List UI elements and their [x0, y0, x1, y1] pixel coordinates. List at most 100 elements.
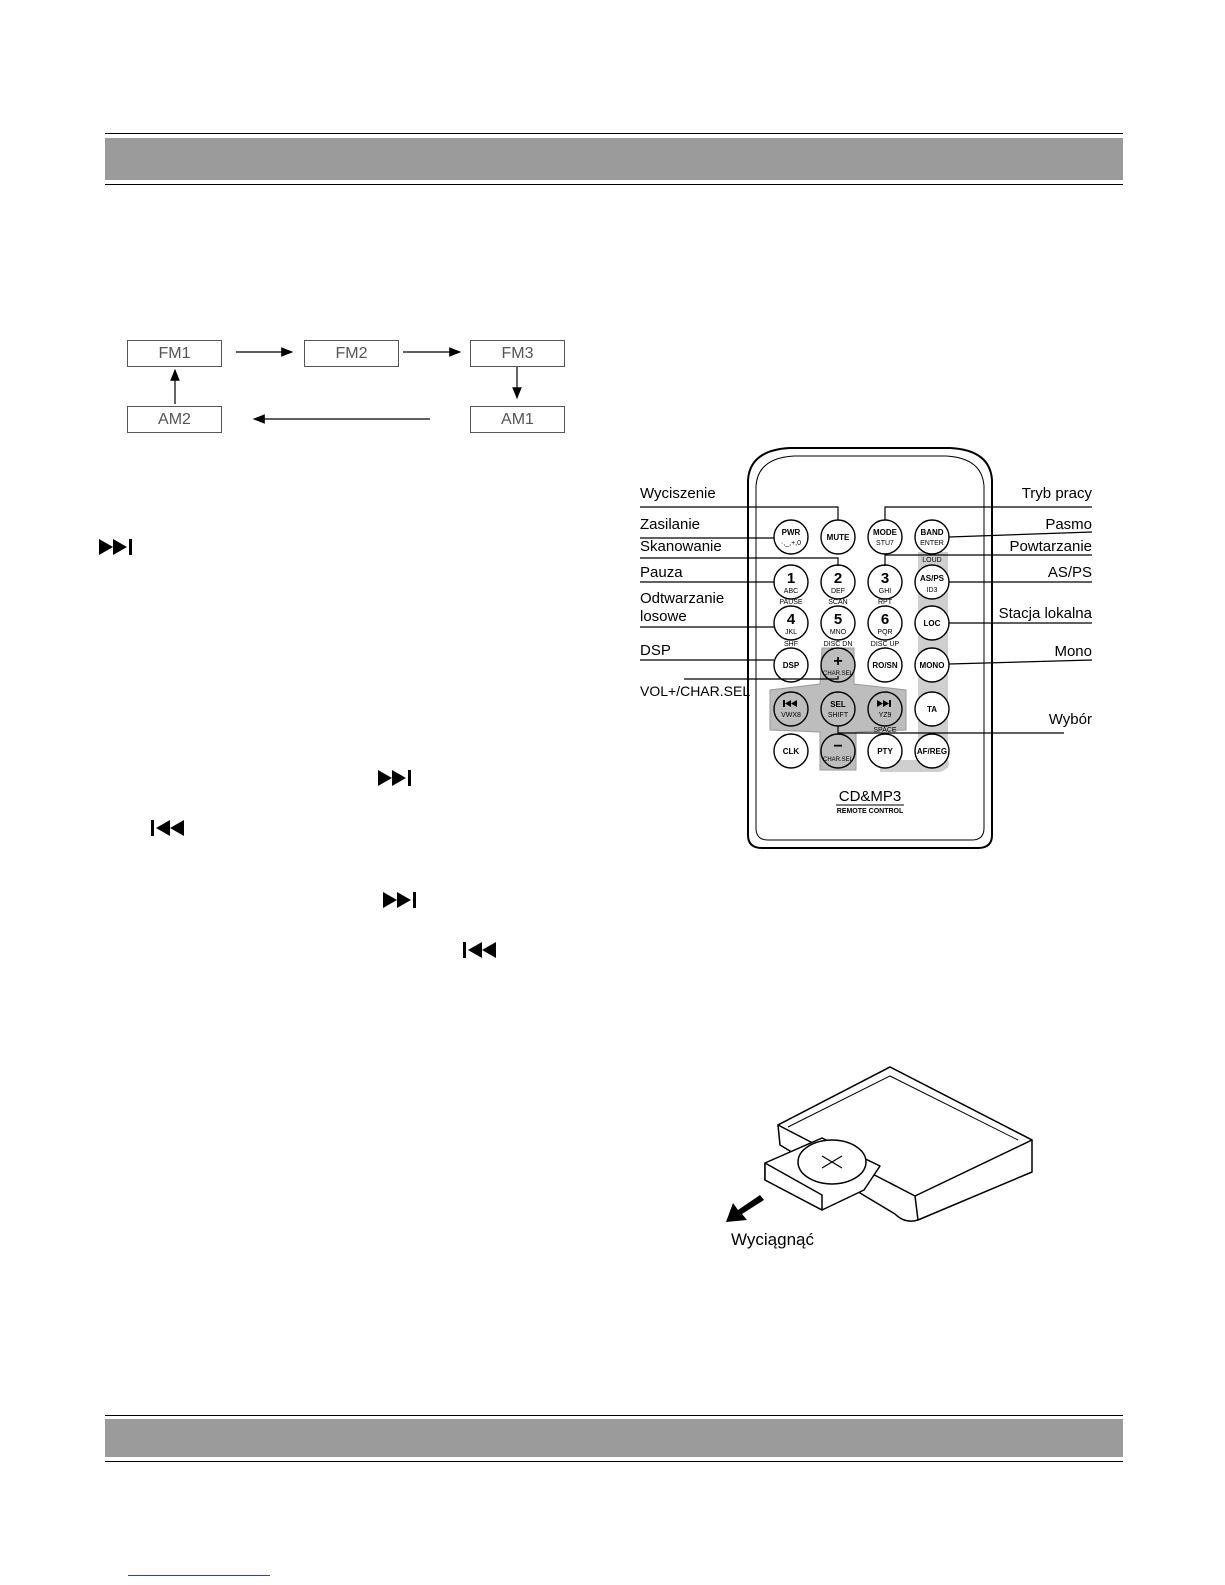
footer-link-underline[interactable]: [128, 1575, 270, 1576]
next-track-icon: [383, 892, 416, 908]
num1-sublabel: ABC: [784, 588, 798, 595]
plus-sublabel: CHAR.SEL: [823, 671, 854, 677]
next-track-icon: [99, 539, 132, 555]
minus-sublabel: CHAR.SEL: [823, 757, 854, 763]
prev-track-icon: [463, 942, 496, 958]
leader-tryb: [884, 506, 1092, 520]
num5-sublabel: MNO: [830, 629, 847, 636]
battery-removal-figure: Wyciągnąć: [726, 1066, 1033, 1249]
remote-brand-sub: REMOTE CONTROL: [837, 808, 904, 815]
vol-minus-button[interactable]: [820, 733, 856, 769]
remote-end-edge: [914, 1195, 919, 1221]
num5-button[interactable]: [820, 605, 856, 641]
next-button[interactable]: [867, 691, 903, 727]
battery-tray-lip: [764, 1162, 823, 1211]
mono-button[interactable]: [914, 647, 950, 683]
num6-sublabel: PQR: [877, 629, 892, 636]
footer-band: [105, 1415, 1123, 1462]
num6-label: 6: [881, 611, 889, 628]
num4-toplabel: PAUSE: [779, 599, 803, 606]
ta-label: TA: [927, 705, 937, 714]
plus-label: +: [833, 653, 842, 670]
pwr-button[interactable]: [773, 519, 809, 555]
rosn-label: RO/SN: [872, 661, 898, 670]
prev-sublabel: VWX8: [781, 712, 801, 719]
asps-toplabel: LOUD: [922, 557, 941, 564]
clk-button[interactable]: [773, 733, 809, 769]
sel-label: SEL: [830, 700, 846, 709]
minus-label: −: [833, 738, 842, 755]
sel-sublabel: SHIFT: [828, 712, 849, 719]
band-sublabel: ENTER: [920, 540, 944, 547]
pty-button[interactable]: [867, 733, 903, 769]
header-band: [105, 133, 1123, 185]
ta-button[interactable]: [914, 691, 950, 727]
num2-sublabel: DEF: [831, 588, 845, 595]
plus-toplabel: DISC DN: [824, 641, 853, 648]
label-mono: Mono: [1054, 643, 1092, 660]
leader-powtarzanie: [884, 554, 1092, 566]
battery-plus-icon: [821, 1155, 843, 1169]
next-sublabel: YZ9: [879, 712, 892, 719]
mode-button[interactable]: [867, 519, 903, 555]
clk-label: CLK: [783, 747, 800, 756]
num5-label: 5: [834, 611, 842, 628]
afreg-button[interactable]: [914, 733, 950, 769]
remote-brand: CD&MP3: [839, 788, 902, 805]
label-pauza: Pauza: [640, 564, 683, 581]
leader-wybor: [837, 726, 1064, 734]
battery-pull-label: Wyciągnąć: [731, 1230, 814, 1249]
sel-button[interactable]: [820, 691, 856, 727]
rosn-button[interactable]: [867, 647, 903, 683]
flow-box-fm3: FM3: [470, 340, 565, 367]
label-tryb-pracy: Tryb pracy: [1022, 485, 1093, 502]
remote-control-figure: PWR ·,_,+,0 MUTE MODE STU7 BAND ENTER LO…: [640, 447, 1093, 849]
prev-icon: [783, 700, 797, 707]
asps-label: AS/PS: [920, 574, 945, 583]
label-skanowanie: Skanowanie: [640, 538, 722, 555]
num6-toplabel: RPT: [878, 599, 893, 606]
num6-button[interactable]: [867, 605, 903, 641]
mono-label: MONO: [920, 661, 945, 670]
num2-label: 2: [834, 570, 842, 587]
leader-mono: [948, 659, 1093, 665]
flow-box-fm2: FM2: [304, 340, 399, 367]
num4-button[interactable]: [773, 605, 809, 641]
mode-sublabel: STU7: [876, 540, 894, 547]
num4-label: 4: [787, 611, 796, 628]
leader-vol: [684, 676, 839, 680]
prev-track-icon: [151, 820, 184, 836]
label-wyciszenie: Wyciszenie: [640, 485, 716, 502]
remote-end-inner: [787, 1075, 1019, 1141]
num1-label: 1: [787, 570, 795, 587]
rosn-toplabel: DISC UP: [871, 641, 900, 648]
leader-wyciszenie: [640, 506, 839, 520]
loc-label: LOC: [924, 619, 941, 628]
remote-body-inner: [755, 455, 985, 841]
label-losowe: losowe: [640, 608, 687, 625]
mute-label: MUTE: [827, 533, 850, 542]
label-odtwarzanie: Odtwarzanie: [640, 590, 724, 607]
remote-buttons: [773, 519, 950, 769]
prev-button[interactable]: [773, 691, 809, 727]
num3-label: 3: [881, 570, 889, 587]
label-vol-char-sel: VOL+/CHAR.SEL: [640, 683, 750, 699]
next-track-icon: [378, 770, 411, 786]
dsp-label: DSP: [783, 661, 800, 670]
label-pasmo: Pasmo: [1045, 516, 1092, 533]
flow-box-fm1: FM1: [127, 340, 222, 367]
band-label: BAND: [920, 528, 943, 537]
pwr-label: PWR: [782, 528, 801, 537]
label-powtarzanie: Powtarzanie: [1009, 538, 1092, 555]
vol-plus-button[interactable]: [820, 647, 856, 683]
next-icon: [877, 700, 891, 707]
label-dsp: DSP: [640, 642, 671, 659]
pull-arrow-icon: [726, 1195, 764, 1222]
leader-skanowanie: [640, 557, 839, 566]
dsp-button[interactable]: [773, 647, 809, 683]
flow-box-am1: AM1: [470, 406, 565, 433]
leader-pasmo: [948, 531, 1093, 538]
label-stacja-lokalna: Stacja lokalna: [999, 605, 1093, 622]
band-button[interactable]: [914, 519, 950, 555]
